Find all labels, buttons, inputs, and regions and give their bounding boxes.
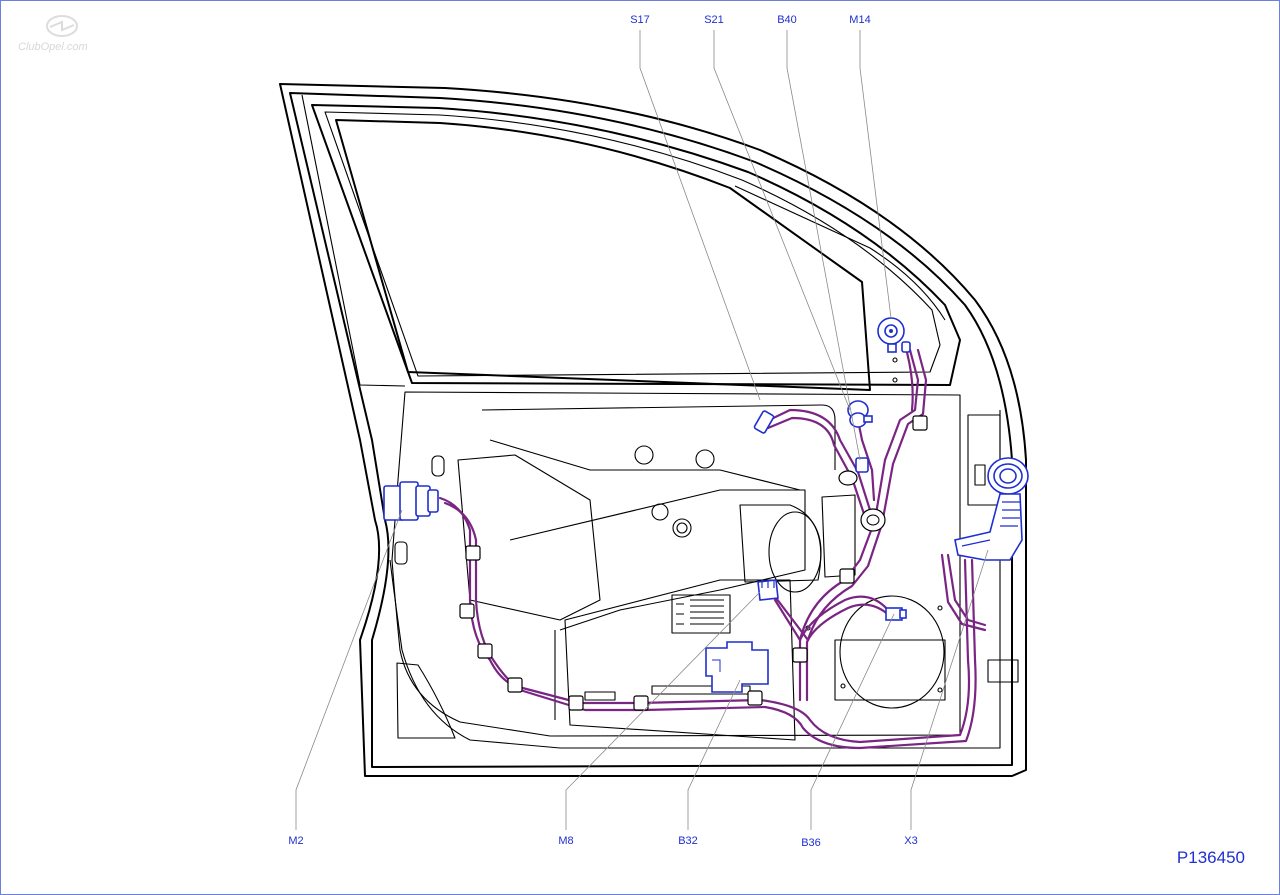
watermark-text: ClubOpel.com <box>18 41 88 53</box>
clip <box>633 695 649 711</box>
clip <box>459 603 475 619</box>
harness-clips <box>459 415 928 711</box>
m14-connector <box>877 317 911 353</box>
label-m8: M8 <box>558 835 573 847</box>
label-m14: M14 <box>849 14 870 26</box>
b36-connector <box>885 607 907 621</box>
label-b36: B36 <box>801 837 821 849</box>
clip <box>568 695 584 711</box>
b40-connector <box>855 457 869 473</box>
label-m2: M2 <box>288 835 303 847</box>
clip <box>465 545 481 561</box>
label-s21: S21 <box>704 14 724 26</box>
label-b32: B32 <box>678 835 698 847</box>
label-x3: X3 <box>904 835 917 847</box>
clip <box>747 690 763 706</box>
wiring-harness <box>438 343 987 750</box>
grommet <box>838 470 858 486</box>
leader-lines <box>295 30 989 830</box>
figure-id: P136450 <box>1177 848 1245 867</box>
callout-labels: S17 S21 B40 M14 M2 M8 B32 B36 X3 <box>288 14 917 849</box>
clip <box>507 677 523 693</box>
clip <box>477 643 493 659</box>
clip <box>792 647 808 663</box>
m8-connector <box>757 579 779 601</box>
components <box>383 317 1029 693</box>
x3-connector <box>954 457 1029 561</box>
label-b40: B40 <box>777 14 797 26</box>
s21-connector <box>847 400 873 428</box>
clip <box>839 568 855 584</box>
m2-connector <box>383 481 439 521</box>
watermark: ClubOpel.com <box>18 15 88 53</box>
b32-module <box>705 641 769 693</box>
clip <box>912 415 928 431</box>
label-s17: S17 <box>630 14 650 26</box>
s17-connector <box>753 410 775 434</box>
